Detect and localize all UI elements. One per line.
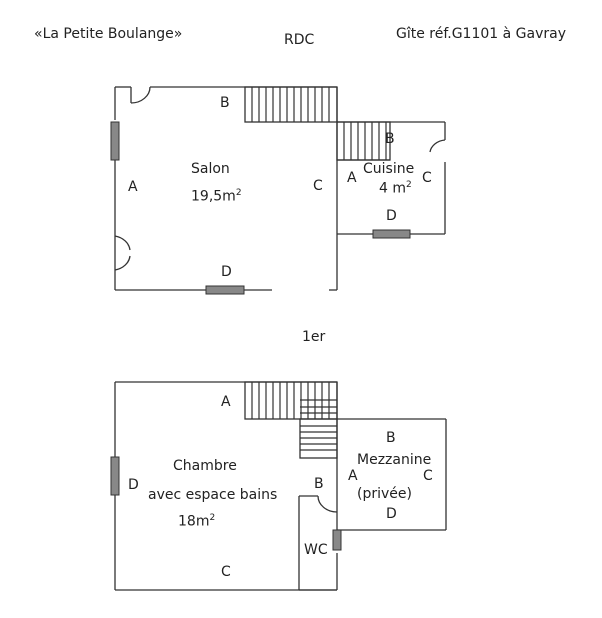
wc-walls bbox=[298, 495, 338, 591]
salon-staircase bbox=[244, 86, 338, 123]
salon-wall-b: B bbox=[220, 95, 230, 111]
salon-wall-d: D bbox=[221, 264, 232, 280]
cuisine-wall-a: A bbox=[347, 170, 357, 186]
mezzanine-wall-c: C bbox=[423, 468, 433, 484]
salon-door-left bbox=[114, 235, 131, 271]
mezzanine-wall-d: D bbox=[386, 506, 397, 522]
mezzanine-wall-b: B bbox=[386, 430, 396, 446]
chambre-wall-a: A bbox=[221, 394, 231, 410]
cuisine-wall-c: C bbox=[422, 170, 432, 186]
chambre-subtitle: avec espace bains bbox=[148, 487, 278, 503]
listing-reference: Gîte réf.G1101 à Gavray bbox=[396, 26, 567, 42]
salon-area-value: 19,5m bbox=[191, 188, 236, 205]
property-name: «La Petite Boulange» bbox=[34, 26, 183, 42]
wc-name: WC bbox=[304, 542, 328, 558]
mezzanine-walls bbox=[337, 418, 447, 531]
cuisine-staircase bbox=[336, 121, 391, 161]
floor-title-ground: RDC bbox=[284, 32, 315, 48]
chambre-wall-c: C bbox=[221, 564, 231, 580]
cuisine-area-value: 4 m bbox=[379, 180, 406, 197]
salon-name: Salon bbox=[191, 161, 230, 177]
mezzanine-note: (privée) bbox=[357, 486, 412, 502]
mezzanine-name: Mezzanine bbox=[357, 452, 432, 468]
cuisine-window-bottom bbox=[372, 229, 411, 239]
mezzanine-wall-a: A bbox=[348, 468, 358, 484]
wc-window bbox=[332, 529, 342, 551]
salon-wall-c: C bbox=[313, 178, 323, 194]
cuisine-door-right bbox=[429, 139, 446, 153]
salon-window-bottom bbox=[205, 285, 245, 295]
salon-door-top bbox=[130, 86, 151, 104]
salon-wall-a: A bbox=[128, 179, 138, 195]
salon-area: 19,5m2 bbox=[191, 189, 242, 204]
chambre-area-value: 18m bbox=[178, 513, 210, 530]
cuisine-wall-d: D bbox=[386, 208, 397, 224]
chambre-area-unit-sup: 2 bbox=[209, 513, 216, 523]
cuisine-area-unit-sup: 2 bbox=[406, 180, 412, 190]
salon-window-left bbox=[110, 121, 120, 161]
chambre-area: 18m2 bbox=[178, 514, 215, 529]
floor-title-first: 1er bbox=[302, 329, 326, 345]
chambre-window-left bbox=[110, 456, 120, 496]
cuisine-name: Cuisine bbox=[363, 161, 415, 177]
cuisine-wall-b: B bbox=[385, 131, 395, 147]
salon-area-unit-sup: 2 bbox=[235, 188, 242, 198]
chambre-wall-d: D bbox=[128, 477, 139, 493]
chambre-wall-b: B bbox=[314, 476, 324, 492]
cuisine-area: 4 m2 bbox=[379, 181, 412, 196]
chambre-name: Chambre bbox=[173, 458, 237, 474]
